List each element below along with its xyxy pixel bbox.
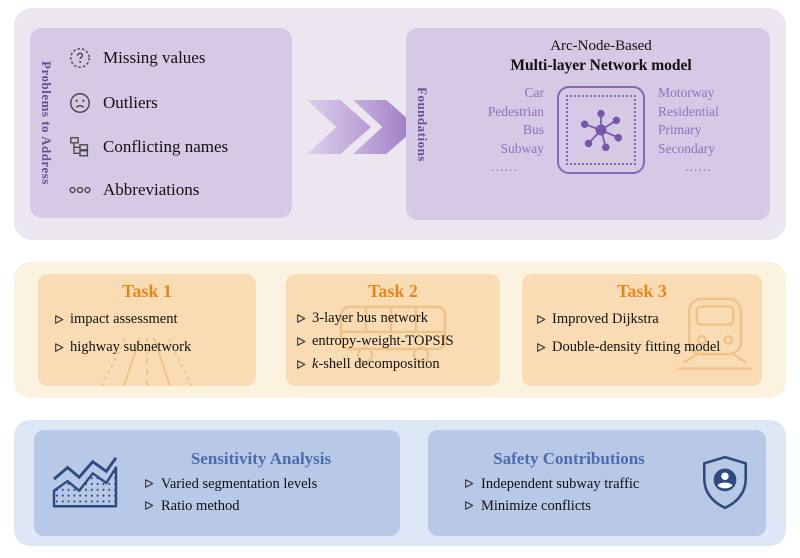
- task2-title: Task 2: [368, 281, 418, 301]
- shield-person-icon: [702, 455, 748, 510]
- list-item: Varied segmentation levels: [144, 473, 400, 495]
- arrow-bullet-icon: [537, 343, 546, 352]
- network-icon-dotted-frame: [566, 95, 636, 166]
- list-item: Outliers: [68, 91, 286, 115]
- k-italic: k: [312, 356, 319, 372]
- sensitivity-content: Sensitivity Analysis Varied segmentation…: [122, 449, 400, 517]
- safety-items: Independent subway traffic Minimize conf…: [442, 473, 696, 517]
- task-item-text: Double-density fitting model: [552, 339, 721, 355]
- arrow-bullet-icon: [297, 314, 306, 323]
- foundations-content: Arc-Node-Based Multi-layer Network model…: [440, 36, 762, 216]
- task-item-text: 3-layer bus network: [312, 310, 428, 326]
- arrow-bullet-icon: [145, 501, 154, 510]
- highway-icon: [101, 337, 193, 386]
- ellipsis-icon: [69, 186, 91, 193]
- task-item: Double-density fitting model: [536, 337, 762, 358]
- list-item-text: Minimize conflicts: [481, 498, 591, 514]
- task3-panel: Task 3 Improved Dijkstra Double-density …: [522, 274, 762, 386]
- list-item: Abbreviations: [68, 180, 286, 200]
- list-item: Ratio method: [144, 495, 400, 517]
- safety-title: Safety Contributions: [493, 449, 645, 468]
- safety-panel: Safety Contributions Independent subway …: [428, 430, 766, 536]
- list-item-text: Outliers: [103, 92, 158, 112]
- problems-panel: Problems to Address Missing values: [30, 28, 292, 218]
- task-item: impact assessment: [54, 309, 256, 330]
- list-item-text: Independent subway traffic: [481, 476, 640, 492]
- arrow-bullet-icon: [297, 337, 306, 346]
- list-item: Independent subway traffic: [464, 473, 696, 495]
- sensitivity-items: Varied segmentation levels Ratio method: [122, 473, 400, 517]
- task2-panel: Task 2 3-layer bus network entropy-weigh…: [286, 274, 500, 386]
- list-item-text: Conflicting names: [103, 137, 229, 157]
- task-item: Improved Dijkstra: [536, 309, 762, 330]
- list-item-text: Ratio method: [161, 498, 240, 514]
- task-item: entropy-weight-TOPSIS: [296, 331, 500, 352]
- network-icon-frame: [557, 86, 645, 175]
- task3-title: Task 3: [617, 281, 667, 301]
- flow-arrows-icon: [307, 100, 419, 154]
- line-chart-icon: [52, 456, 118, 508]
- task-item-text: entropy-weight-TOPSIS: [312, 333, 454, 349]
- train-icon: [677, 297, 753, 370]
- arrow-bullet-icon: [297, 360, 306, 369]
- task-item: highway subnetwork: [54, 337, 256, 358]
- problems-list: Missing values Outliers: [68, 36, 286, 210]
- model-title: Arc-Node-Based Multi-layer Network model: [440, 36, 762, 76]
- list-item: Missing values: [68, 46, 286, 70]
- task1-panel: Task 1 impact assessment highway subnetw…: [38, 274, 256, 386]
- list-item-text: Missing values: [103, 48, 206, 68]
- transport-modes-column: Car Pedestrian Bus Subway ……: [487, 85, 544, 174]
- task-item-text: Improved Dijkstra: [552, 311, 659, 327]
- foundations-panel: Foundations Arc-Node-Based Multi-layer N…: [406, 28, 770, 220]
- bus-icon: [339, 305, 447, 364]
- list-item-text: Varied segmentation levels: [161, 476, 318, 492]
- hierarchy-icon: [70, 137, 89, 157]
- list-item-text: Abbreviations: [103, 179, 200, 199]
- arrow-bullet-icon: [465, 501, 474, 510]
- network-icon: [580, 110, 623, 152]
- safety-content: Safety Contributions Independent subway …: [428, 449, 696, 517]
- task1-title: Task 1: [122, 281, 172, 301]
- arrow-bullet-icon: [55, 315, 64, 324]
- task3-items: Improved Dijkstra Double-density fitting…: [522, 309, 762, 358]
- tasks-section: Task 1 impact assessment highway subnetw…: [14, 262, 786, 398]
- arrow-bullet-icon: [55, 343, 64, 352]
- bottom-section: Sensitivity Analysis Varied segmentation…: [14, 420, 786, 546]
- task-item: k-shell decomposition: [296, 354, 500, 375]
- model-title-line2: Multi-layer Network model: [510, 57, 692, 74]
- arrow-bullet-icon: [145, 479, 154, 488]
- question-bubble-icon: [70, 48, 90, 69]
- task-item: 3-layer bus network: [296, 308, 500, 329]
- road-types-column: Motorway Residential Primary Secondary ……: [658, 85, 719, 174]
- foundations-section: Problems to Address Missing values: [14, 8, 786, 240]
- sad-face-icon: [70, 92, 90, 113]
- list-item: Conflicting names: [68, 135, 286, 159]
- task1-items: impact assessment highway subnetwork: [38, 309, 256, 358]
- sensitivity-title: Sensitivity Analysis: [190, 449, 332, 468]
- model-title-line1: Arc-Node-Based: [550, 38, 652, 54]
- sensitivity-panel: Sensitivity Analysis Varied segmentation…: [34, 430, 400, 536]
- foundations-label: Foundations: [415, 86, 430, 162]
- arrow-bullet-icon: [465, 479, 474, 488]
- task2-items: 3-layer bus network entropy-weight-TOPSI…: [286, 308, 500, 375]
- list-item: Minimize conflicts: [464, 495, 696, 517]
- problems-label: Problems to Address: [39, 61, 54, 185]
- chevron-right-icon: [307, 100, 371, 154]
- network-columns: Car Pedestrian Bus Subway ……: [440, 84, 762, 177]
- task-item-text: highway subnetwork: [70, 339, 192, 355]
- task-item-text: k-shell decomposition: [312, 356, 440, 372]
- arrow-bullet-icon: [537, 315, 546, 324]
- task-item-text: impact assessment: [70, 311, 178, 327]
